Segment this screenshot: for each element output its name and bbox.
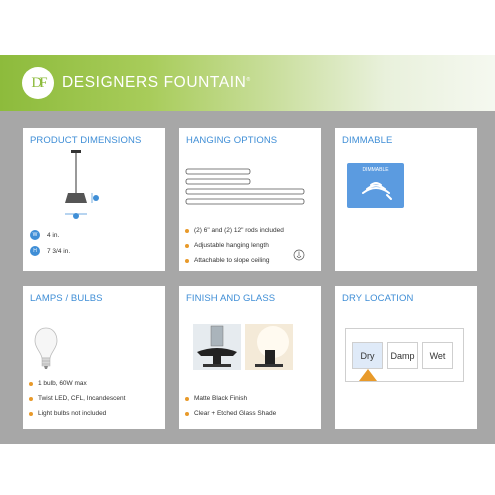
location-option-dry: Dry bbox=[352, 342, 383, 369]
card-product-dimensions: PRODUCT DIMENSIONS W 4 in. H 7 3/4 in. bbox=[23, 128, 165, 271]
list-item: (2) 6" and (2) 12" rods included bbox=[185, 223, 284, 238]
list-item: Attachable to slope ceiling bbox=[185, 253, 284, 268]
height-row: H 7 3/4 in. bbox=[30, 246, 70, 256]
dimmer-waves-icon bbox=[362, 182, 392, 200]
list-item: 1 bulb, 60W max bbox=[29, 376, 125, 391]
bulb-icon bbox=[34, 327, 58, 369]
rods-icon bbox=[185, 168, 305, 205]
dimmable-badge: DIMMABLE bbox=[347, 163, 404, 208]
logo-monogram: DF bbox=[31, 74, 47, 91]
width-value: 4 in. bbox=[47, 231, 60, 239]
list-item: Adjustable hanging length bbox=[185, 238, 284, 253]
height-value: 7 3/4 in. bbox=[47, 247, 71, 255]
finish-swatch-glass-icon bbox=[245, 324, 293, 370]
card-lamps-bulbs: LAMPS / BULBS 1 bulb, 60W max Twist LED,… bbox=[23, 286, 165, 429]
card-title: HANGING OPTIONS bbox=[186, 135, 278, 146]
brand-logo: DF bbox=[22, 67, 54, 99]
location-rating-panel: Dry Damp Wet bbox=[345, 328, 464, 382]
hanging-list: (2) 6" and (2) 12" rods included Adjusta… bbox=[185, 223, 284, 268]
dimmable-badge-label: DIMMABLE bbox=[362, 167, 389, 173]
card-title: LAMPS / BULBS bbox=[30, 293, 103, 304]
lamps-list: 1 bulb, 60W max Twist LED, CFL, Incandes… bbox=[29, 376, 125, 421]
location-option-wet: Wet bbox=[422, 342, 453, 369]
finish-list: Matte Black Finish Clear + Etched Glass … bbox=[185, 391, 276, 421]
brand-banner: DF DESIGNERS FOUNTAIN® bbox=[0, 55, 495, 111]
height-badge: H bbox=[30, 246, 40, 256]
card-title: FINISH AND GLASS bbox=[186, 293, 276, 304]
card-title: DIMMABLE bbox=[342, 135, 393, 146]
location-option-damp: Damp bbox=[387, 342, 418, 369]
card-finish-glass: FINISH AND GLASS Matte Black Finish Clea… bbox=[179, 286, 321, 429]
selected-indicator-icon bbox=[359, 369, 377, 381]
card-title: PRODUCT DIMENSIONS bbox=[30, 135, 142, 146]
list-item: Clear + Etched Glass Shade bbox=[185, 406, 276, 421]
feature-grid: PRODUCT DIMENSIONS W 4 in. H 7 3/4 in. H… bbox=[0, 111, 495, 444]
card-title: DRY LOCATION bbox=[342, 293, 414, 304]
width-row: W 4 in. bbox=[30, 230, 59, 240]
finish-swatch-black-icon bbox=[193, 324, 241, 370]
card-dimmable: DIMMABLE DIMMABLE bbox=[335, 128, 477, 271]
list-item: Twist LED, CFL, Incandescent bbox=[29, 391, 125, 406]
card-hanging-options: HANGING OPTIONS (2) 6" and (2) 12" rods … bbox=[179, 128, 321, 271]
brand-name: DESIGNERS FOUNTAIN® bbox=[62, 74, 251, 91]
width-badge: W bbox=[30, 230, 40, 240]
list-item: Matte Black Finish bbox=[185, 391, 276, 406]
card-dry-location: DRY LOCATION Dry Damp Wet bbox=[335, 286, 477, 429]
slope-ceiling-icon bbox=[293, 249, 305, 261]
pendant-dimension-icon bbox=[65, 150, 99, 219]
list-item: Light bulbs not included bbox=[29, 406, 125, 421]
